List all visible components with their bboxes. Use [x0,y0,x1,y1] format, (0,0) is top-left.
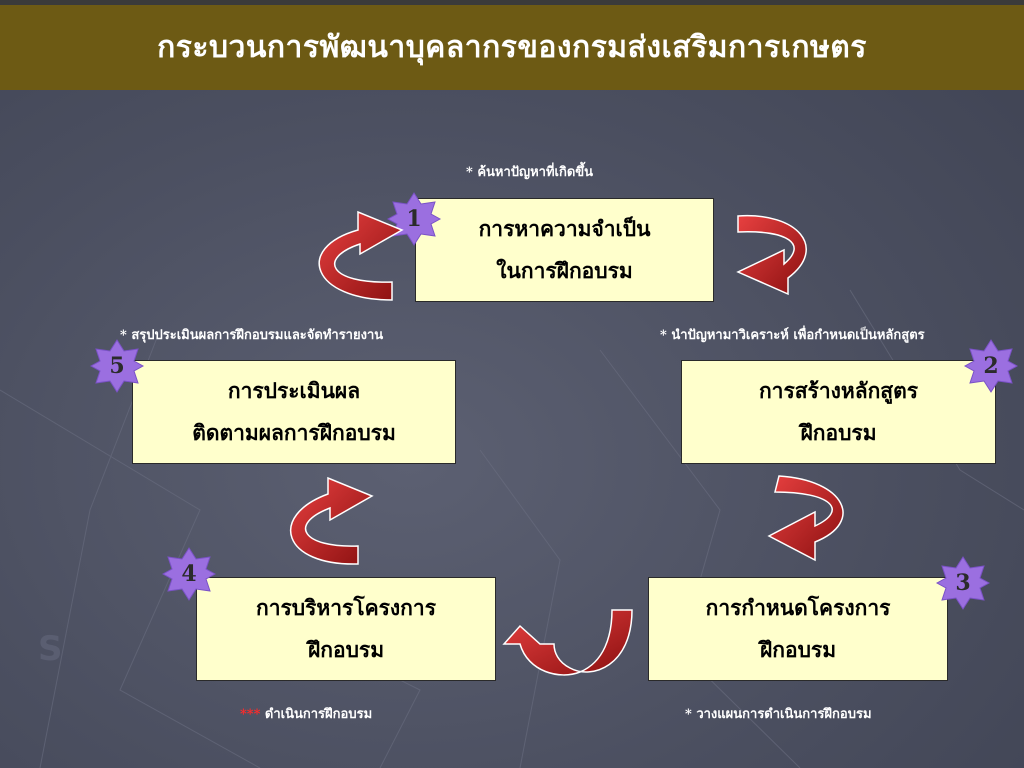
step-4-box: การบริหารโครงการ ฝึกอบรม [196,577,496,681]
step-4-line1: การบริหารโครงการ [256,595,436,620]
star-badge-icon [161,547,217,601]
step-1-box: การหาความจำเป็น ในการฝึกอบรม [415,198,714,302]
step-1-line1: การหาความจำเป็น [478,216,651,241]
note-conduct: *** ดำเนินการฝึกอบรม [240,703,372,724]
step-3-badge: 3 [935,555,991,611]
note-conduct-text: ดำเนินการฝึกอบรม [260,707,373,722]
arrow-step5-to-step1 [318,210,404,301]
step-3-line1: การกำหนดโครงการ [705,595,891,620]
arrow-step4-to-step5 [289,476,374,565]
step-2-number: 2 [983,353,999,379]
step-3-number: 3 [955,570,971,596]
step-3-box: การกำหนดโครงการ ฝึกอบรม [648,577,948,681]
page-title: กระบวนการพัฒนาบุคลากรของกรมส่งเสริมการเก… [157,30,867,65]
arrow-step1-to-step2 [736,215,807,296]
note-plan: * วางแผนการดำเนินการฝึกอบรม [685,707,872,722]
step-2-line2: ฝึกอบรม [800,420,877,445]
step-5-box: การประเมินผล ติดตามผลการฝึกอบรม [132,360,456,464]
step-5-line2: ติดตามผลการฝึกอบรม [192,420,396,445]
step-1-number: 1 [406,206,422,232]
step-2-box: การสร้างหลักสูตร ฝึกอบรม [681,360,996,464]
star-badge-icon [963,339,1019,393]
svg-text:S: S [38,629,63,669]
step-2-badge: 2 [963,338,1019,394]
title-band: กระบวนการพัฒนาบุคลากรของกรมส่งเสริมการเก… [0,5,1024,90]
note-summarize: * สรุปประเมินผลการฝึกอบรมและจัดทำรายงาน [120,328,384,343]
note-conduct-stars: *** [240,707,261,722]
step-4-line2: ฝึกอบรม [307,637,385,662]
step-5-number: 5 [109,353,125,379]
step-1-line2: ในการฝึกอบรม [496,258,633,283]
step-2-line1: การสร้างหลักสูตร [758,378,919,403]
star-badge-icon [935,556,991,610]
arrow-step3-to-step4 [502,609,633,676]
note-find-problems: * ค้นหาปัญหาที่เกิดขึ้น [466,165,594,180]
arrow-step2-to-step3 [767,475,844,562]
step-5-badge: 5 [89,338,145,394]
step-3-line2: ฝึกอบรม [759,637,837,662]
top-edge-strip [0,0,1024,5]
note-analyze: * นำปัญหามาวิเคราะห์ เพื่อกำหนดเป็นหลักส… [660,328,925,343]
step-1-badge: 1 [386,191,442,247]
step-4-number: 4 [181,561,197,587]
step-4-badge: 4 [161,546,217,602]
step-5-line1: การประเมินผล [227,378,361,403]
star-badge-icon [386,192,442,246]
star-badge-icon [89,339,145,393]
